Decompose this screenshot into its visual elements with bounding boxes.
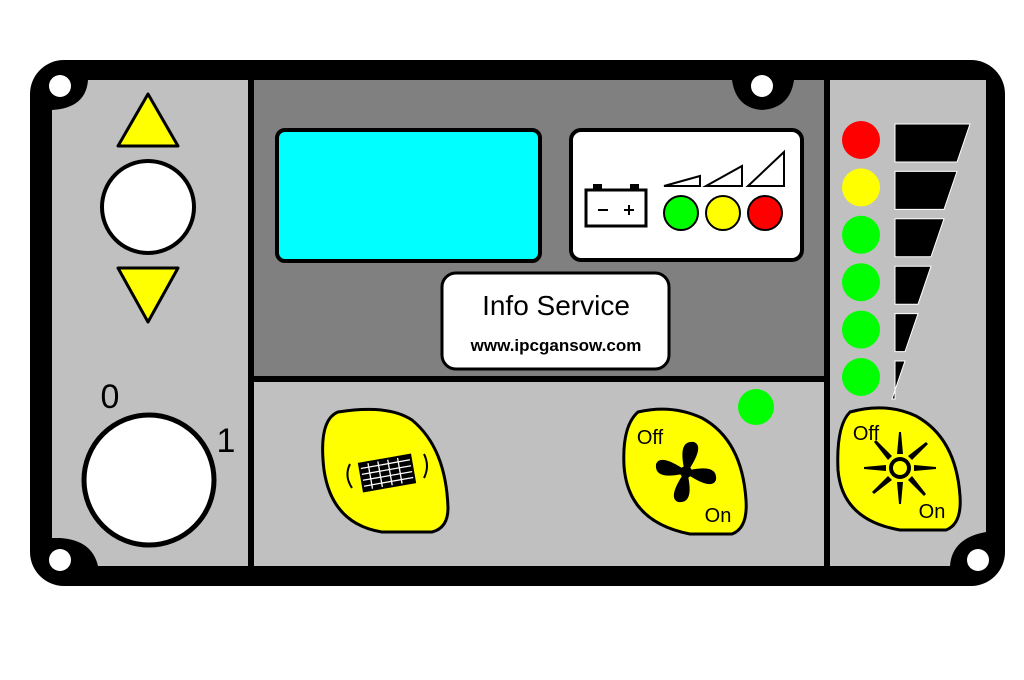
fan-label-on: On	[705, 505, 732, 527]
lcd-display	[275, 128, 542, 263]
level-bars	[891, 123, 971, 400]
fan-label-off: Off	[637, 427, 664, 449]
work-light-button[interactable]: Off On	[836, 406, 962, 532]
battery-lamp-green	[663, 195, 699, 231]
battery-icon	[584, 184, 648, 228]
info-service-url: www.ipcgansow.com	[470, 336, 642, 355]
light-label-off: Off	[853, 423, 880, 445]
info-service-title: Info Service	[482, 290, 630, 321]
level-bar-1	[894, 123, 971, 163]
arrow-up-icon[interactable]	[116, 92, 180, 148]
level-bar-3	[894, 218, 945, 258]
brush-icon	[346, 453, 428, 493]
battery-lamp-red	[747, 195, 783, 231]
mounting-hole-bottom-left	[49, 549, 71, 571]
light-label-on: On	[919, 501, 946, 523]
battery-lamps	[663, 195, 783, 231]
battery-lamp-yellow	[705, 195, 741, 231]
charge-level-wedges	[663, 149, 785, 187]
fan-status-lamp	[738, 389, 774, 425]
mounting-hole-top-left	[49, 75, 71, 97]
key-switch-label-on: 1	[217, 422, 236, 460]
brush-button[interactable]	[321, 407, 450, 534]
level-bar-6	[891, 360, 906, 400]
level-lamp-5	[842, 310, 880, 349]
level-lamp-1	[842, 121, 880, 159]
level-bar-5	[894, 313, 919, 353]
selector-button[interactable]	[100, 159, 196, 255]
fan-icon	[655, 441, 717, 503]
level-bar-2	[894, 170, 958, 210]
level-lamp-6	[842, 358, 880, 396]
level-lamp-4	[842, 263, 880, 302]
info-service-badge	[440, 271, 671, 371]
level-lamp-2	[842, 168, 880, 207]
arrow-down-icon[interactable]	[116, 266, 180, 324]
key-switch[interactable]	[81, 412, 217, 548]
mounting-hole-bottom-right	[967, 549, 989, 571]
light-icon	[864, 432, 936, 504]
level-bar-4	[894, 265, 932, 305]
level-lamps	[842, 121, 880, 396]
mounting-hole-top-right	[751, 75, 773, 97]
fan-button[interactable]: Off On	[622, 407, 748, 536]
key-switch-label-off: 0	[101, 378, 120, 416]
level-lamp-3	[842, 215, 880, 254]
